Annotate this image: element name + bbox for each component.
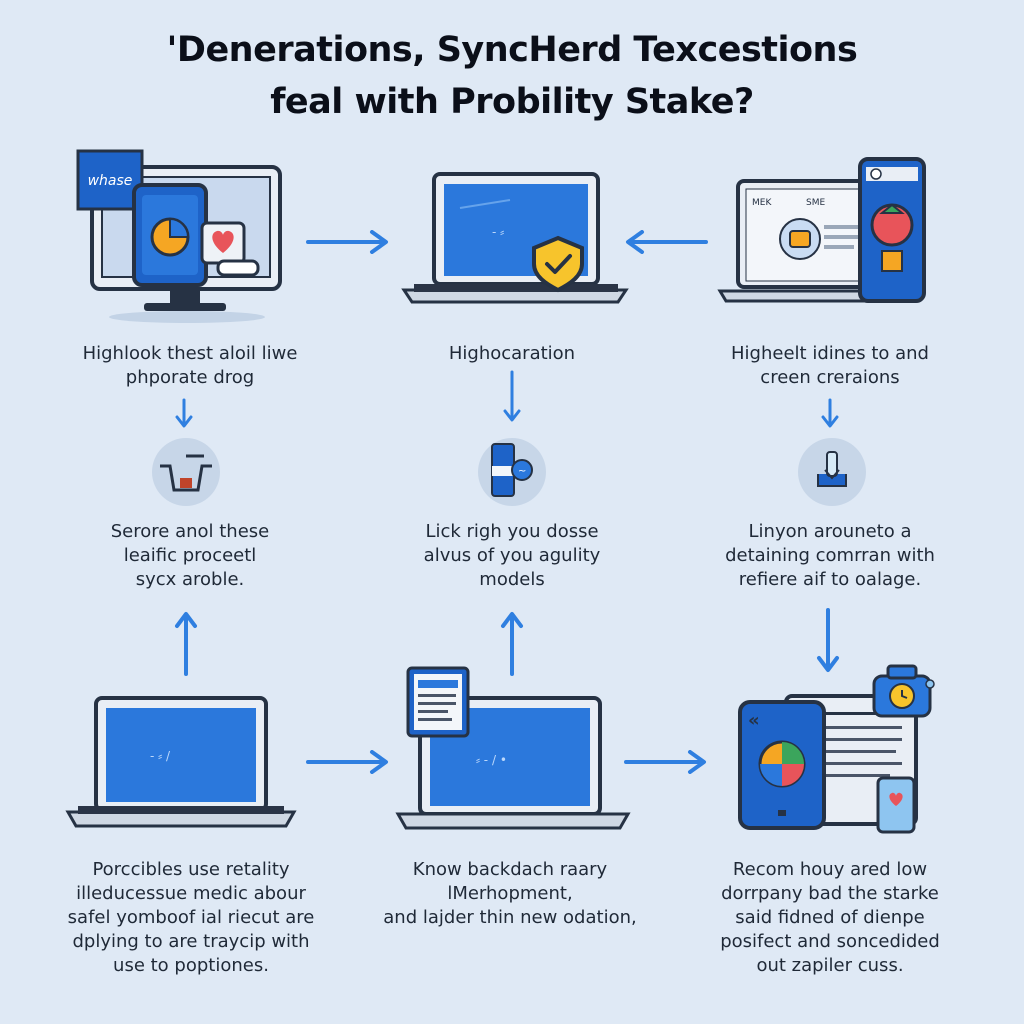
caption-bottom-left: Porccibles use retality illeducessue med… — [67, 859, 315, 976]
sink-icon — [150, 436, 222, 508]
arrow-down-1 — [174, 398, 194, 430]
svg-text:- ⸗: - ⸗ — [492, 225, 504, 239]
arrow-left-top — [624, 230, 708, 254]
svg-text:«: « — [748, 710, 760, 731]
caption-middle-right: Linyon arouneto a detaining comrran with… — [725, 521, 935, 590]
arrow-down-2 — [502, 370, 522, 424]
caption-bottom-center: Know backdach raary lMerhopment, and laj… — [383, 859, 637, 928]
caption-middle-left: Serore anol these leaific proceetl sycx … — [110, 521, 270, 590]
svg-text:- ⸗ /: - ⸗ / — [150, 749, 171, 763]
phone-report-illustration: « — [734, 660, 964, 840]
desktop-with-phone-illustration: whase — [72, 145, 292, 325]
browser-tab-2: SME — [806, 198, 825, 208]
page-title-line-1: 'Denerations, SyncHerd Texcestions — [166, 30, 858, 70]
laptop-shield-illustration: - ⸗ — [400, 168, 630, 308]
arrow-right-bottom-1 — [306, 750, 390, 774]
arrow-up-2 — [500, 610, 524, 676]
caption-middle-center: Lick righ you dosse alvus of you agulity… — [423, 521, 601, 590]
svg-text:~: ~ — [518, 466, 526, 477]
browser-tab-1: MEK — [752, 198, 772, 208]
screen-tag-text: whase — [88, 173, 133, 189]
arrow-down-3 — [820, 398, 840, 430]
laptop-phone-illustration: MEK SME — [716, 155, 956, 305]
arrow-up-1 — [174, 610, 198, 676]
page-title-line-2: feal with Probility Stake? — [270, 82, 754, 122]
caption-top-right: Higheelt idines to and creen creraions — [731, 343, 929, 388]
laptop-document-illustration: ⸗ - / • — [395, 664, 632, 834]
arrow-down-4 — [816, 608, 840, 674]
arrow-right-bottom-2 — [624, 750, 708, 774]
caption-top-center: Highocaration — [448, 343, 576, 364]
arrow-right-top — [306, 230, 390, 254]
phone-chat-icon: ~ — [476, 436, 548, 508]
caption-bottom-right: Recom houy ared low dorrpany bad the sta… — [720, 859, 940, 976]
caption-top-left: Highlook thest aloil liwe phporate drog — [82, 343, 298, 388]
laptop-illustration-left: - ⸗ / — [65, 694, 297, 834]
inbox-download-icon — [796, 436, 868, 508]
svg-text:⸗ - / •: ⸗ - / • — [476, 753, 507, 767]
